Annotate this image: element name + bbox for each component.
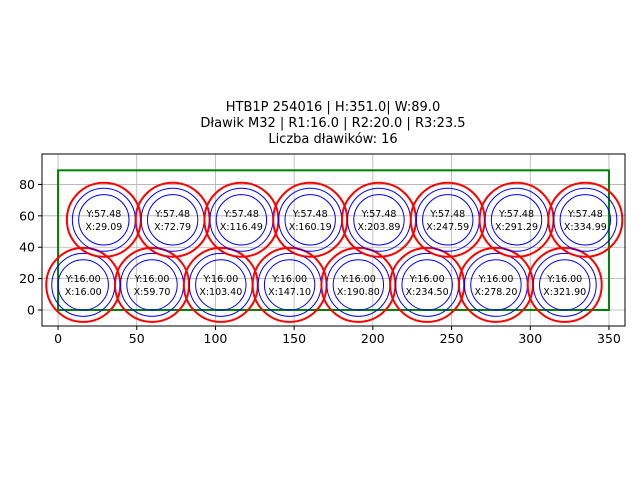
- title-line-2: Dławik M32 | R1:16.0 | R2:20.0 | R3:23.5: [200, 116, 466, 131]
- gland-circle-r3: [547, 181, 624, 258]
- gland-circle-r3: [526, 246, 603, 323]
- gland-x-label: X:103.40: [199, 287, 242, 298]
- gland-y-label: Y:57.48: [360, 209, 396, 220]
- gland-circle-r2: [532, 252, 597, 317]
- gland-circle-r1: [126, 259, 178, 311]
- x-tick-label: 350: [597, 331, 621, 346]
- gland-circle-r1: [57, 259, 109, 311]
- gland-circle-r1: [401, 259, 453, 311]
- gland-y-label: Y:16.00: [340, 274, 376, 285]
- x-tick-label: 250: [440, 331, 464, 346]
- gland-circle-r1: [146, 194, 199, 246]
- gland-x-label: X:321.90: [543, 287, 586, 298]
- gland-y-label: Y:16.00: [477, 274, 513, 285]
- gland-y-label: Y:16.00: [409, 274, 445, 285]
- gland-y-label: Y:16.00: [271, 274, 307, 285]
- x-tick-label: 300: [518, 331, 542, 346]
- gland-circle-r1: [284, 194, 336, 246]
- title-line-1: HTB1P 254016 | H:351.0| W:89.0: [225, 100, 441, 115]
- title-line-3: Liczba dławików: 16: [268, 132, 398, 147]
- gland-circle-r1: [422, 194, 474, 246]
- gland-x-label: X:29.09: [85, 222, 122, 233]
- gland-x-label: X:203.89: [357, 222, 400, 233]
- gland-circle-r2: [553, 187, 618, 252]
- gland-circle-r1: [215, 194, 268, 246]
- gland-x-label: X:116.49: [220, 222, 263, 233]
- gland-circle-r1: [332, 259, 385, 311]
- gland-y-label: Y:57.48: [85, 209, 121, 220]
- gland-circle-r1: [539, 259, 591, 311]
- gland-x-label: X:334.99: [564, 222, 607, 233]
- gland-x-label: X:291.29: [495, 222, 538, 233]
- gland-x-label: X:147.10: [268, 287, 311, 298]
- gland-x-label: X:278.20: [474, 287, 517, 298]
- gland-x-label: X:160.19: [289, 222, 332, 233]
- gland-x-label: X:59.70: [134, 287, 171, 298]
- gland-y-label: Y:16.00: [546, 274, 582, 285]
- gland-x-label: X:234.50: [406, 287, 449, 298]
- gland-circle-r1: [263, 259, 316, 311]
- gland-y-label: Y:57.48: [154, 209, 190, 220]
- gland-y-label: Y:57.48: [292, 209, 328, 220]
- gland-circle-r1: [470, 259, 522, 311]
- gland-x-label: X:16.00: [65, 287, 102, 298]
- gland-circle-r1: [195, 259, 247, 311]
- y-tick-label: 80: [19, 177, 35, 192]
- axes-frame: [41, 153, 626, 327]
- y-tick-label: 60: [19, 208, 35, 223]
- gland-y-label: Y:57.48: [223, 209, 259, 220]
- x-tick-label: 100: [204, 331, 228, 346]
- gland-circle-r1: [490, 194, 543, 246]
- gland-x-label: X:72.79: [154, 222, 191, 233]
- x-tick-label: 50: [129, 331, 145, 346]
- gland-y-label: Y:57.48: [429, 209, 465, 220]
- gland-y-label: Y:16.00: [65, 274, 101, 285]
- gland-circle-r1: [78, 194, 130, 246]
- x-tick-label: 200: [361, 331, 385, 346]
- gland-circle-r1: [353, 194, 405, 246]
- y-tick-label: 0: [27, 302, 35, 317]
- x-tick-label: 0: [54, 331, 62, 346]
- gland-y-label: Y:16.00: [202, 274, 238, 285]
- gland-circle-r1: [559, 194, 612, 246]
- gland-y-label: Y:16.00: [134, 274, 170, 285]
- y-tick-label: 20: [19, 271, 35, 286]
- gland-y-label: Y:57.48: [567, 209, 603, 220]
- gland-x-label: X:190.80: [337, 287, 380, 298]
- gland-x-label: X:247.59: [426, 222, 469, 233]
- gland-y-label: Y:57.48: [498, 209, 534, 220]
- x-tick-label: 150: [282, 331, 306, 346]
- glands-layer: Y:16.00X:16.00 Y:16.00X:59.70 Y:16.00X:103…: [45, 169, 624, 323]
- y-tick-label: 40: [19, 240, 35, 255]
